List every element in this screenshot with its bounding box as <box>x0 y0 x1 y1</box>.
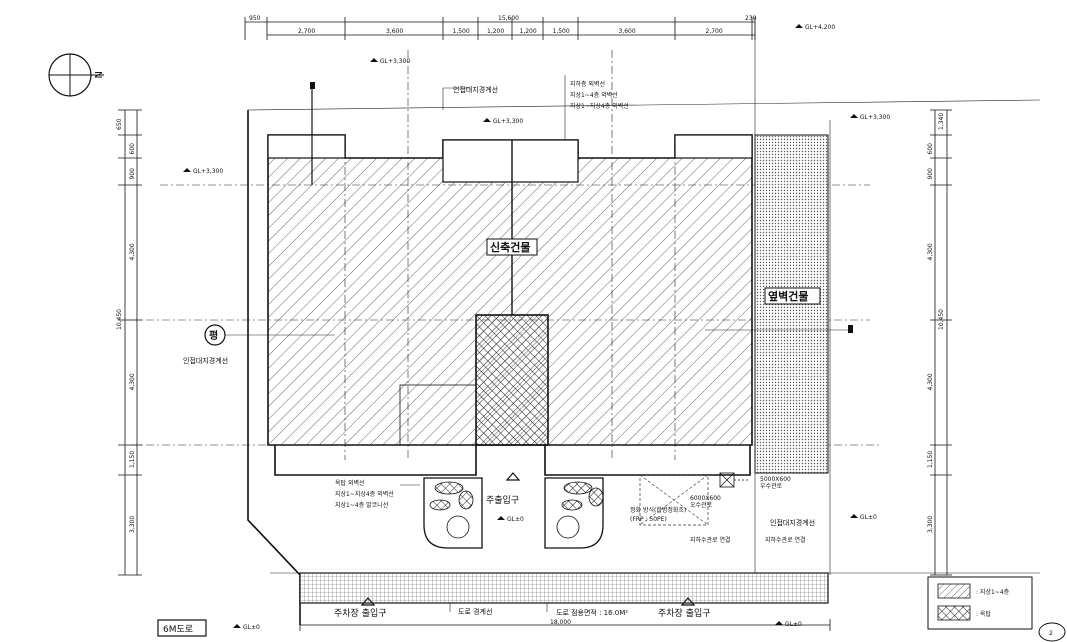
svg-text:평: 평 <box>209 329 218 342</box>
dim-top-segment: 2,700 <box>706 28 723 35</box>
label-main-entrance: 주출입구 <box>486 494 519 506</box>
svg-text:GL±0: GL±0 <box>243 624 260 631</box>
svg-text:GL±0: GL±0 <box>860 514 877 521</box>
legend-swatch-rooftop <box>937 605 971 621</box>
note-right-b-1: 6000X600 <box>690 495 721 502</box>
svg-text:GL±0: GL±0 <box>785 621 802 628</box>
label-parking-right: 주차장 출입구 <box>658 607 711 619</box>
svg-text:GL+3,300: GL+3,300 <box>380 58 410 65</box>
note-left-3: 지상1~4층 발코니선 <box>335 501 388 509</box>
label-boundary-right: 인접대지경계선 <box>770 518 815 527</box>
dim-top-segment: 3,600 <box>619 28 636 35</box>
dim-top-segment: 3,600 <box>386 28 403 35</box>
north-label: N <box>92 71 103 78</box>
label-road-boundary: 도로 경계선 <box>458 607 492 616</box>
dim-left-segment: 4,300 <box>129 243 136 260</box>
note-right-a-2: 우수관로 <box>760 482 783 490</box>
dim-right-segment: 1,150 <box>927 451 934 468</box>
parking-arrow-left-icon <box>360 597 376 606</box>
legend: : 지상1~4층 : 옥탑 <box>927 576 1033 630</box>
annotations: 인접대지경계선 지하층 외벽선 지상1~4층 외벽선 지상1~지상4층 외벽선 … <box>157 75 853 637</box>
dim-top-segment: 1,500 <box>453 28 470 35</box>
dim-left-segment: 600 <box>129 143 136 155</box>
legend-label-rooftop: : 옥탑 <box>976 610 991 618</box>
note-right-a-1: 5000X600 <box>760 476 791 483</box>
level-markers: GL+4,200 GL+3,300 GL+3,300 GL+3,300 GL+3… <box>183 24 890 631</box>
svg-text:2: 2 <box>1049 630 1053 637</box>
tree-icon <box>556 515 580 539</box>
label-6m-road: 6M도로 <box>163 625 193 635</box>
rooftop-core <box>475 314 549 446</box>
label-boundary-left: 인접대지경계선 <box>183 356 228 365</box>
dim-left-segment: 4,300 <box>129 373 136 390</box>
note-left-2: 지상1~지상4층 외벽선 <box>335 490 394 498</box>
dim-top-right-margin: 230 <box>745 15 757 22</box>
dim-left-segment: 3,300 <box>129 516 136 533</box>
label-boundary-top: 인접대지경계선 <box>453 85 498 94</box>
tree-icon <box>446 515 470 539</box>
bottom-dimensions: 18,000 <box>299 619 831 631</box>
corner-badge: 2 <box>1038 622 1066 642</box>
svg-text:GL+3,300: GL+3,300 <box>493 118 523 125</box>
road-occupancy-strip <box>299 572 829 604</box>
dim-left-top: 650 <box>116 118 123 130</box>
svg-text:GL+4,200: GL+4,200 <box>805 24 835 31</box>
note-right-c-2: (FRP : 50PE) <box>630 516 667 523</box>
dim-bottom-total: 18,000 <box>550 619 571 626</box>
legend-swatch-floors <box>937 583 971 599</box>
dim-top-segment: 1,200 <box>487 28 504 35</box>
label-road-area: 도로 점용면적 : 16.0M² <box>556 608 628 617</box>
svg-text:GL+3,300: GL+3,300 <box>860 114 890 121</box>
north-arrow-icon: N <box>48 53 104 97</box>
dim-left-total: 10,450 <box>116 309 123 330</box>
dim-right-segment: 3,300 <box>927 516 934 533</box>
note-pipe-1: 지하수관로 연결 <box>690 536 731 544</box>
dim-left-segment: 1,150 <box>129 451 136 468</box>
label-parking-left: 주차장 출입구 <box>334 607 387 619</box>
legend-label-floors: : 지상1~4층 <box>976 588 1010 596</box>
note-top-1: 지하층 외벽선 <box>570 80 605 88</box>
top-dimensions: 950 15,600 230 2,700 3,600 1,500 1,200 1,200… <box>244 15 757 40</box>
dim-top-segment: 2,700 <box>298 28 315 35</box>
dim-top-total: 15,600 <box>498 15 519 22</box>
note-left-1: 옥탑 외벽선 <box>335 479 365 487</box>
new-building-footprint <box>130 50 880 460</box>
parking-arrow-right-icon <box>680 597 696 606</box>
entrance-arrow-icon <box>505 472 521 481</box>
note-pipe-2: 지하수관로 연결 <box>765 536 806 544</box>
neighbor-building-label: 옆벽건물 <box>768 289 808 303</box>
new-building-label: 신축건물 <box>490 240 530 254</box>
dim-right-segment: 600 <box>927 143 934 155</box>
dim-right-total: 10,450 <box>938 309 945 330</box>
note-right-c-1: 정화 방식(합병정화조) <box>630 506 686 514</box>
dim-left-segment: 900 <box>129 168 136 180</box>
front-yard <box>274 445 751 549</box>
svg-text:GL±0: GL±0 <box>507 516 524 523</box>
dim-top-left-margin: 950 <box>249 15 261 22</box>
dim-right-top: 1,340 <box>938 113 945 130</box>
note-top-3: 지상1~지상4층 외벽선 <box>570 102 629 110</box>
dim-right-segment: 900 <box>927 168 934 180</box>
left-dimensions: 650 10,450 600 900 4,300 4,300 1,150 3,300 <box>116 109 142 576</box>
svg-text:GL+3,300: GL+3,300 <box>193 168 223 175</box>
note-top-2: 지상1~4층 외벽선 <box>570 91 618 99</box>
dim-top-segment: 1,200 <box>520 28 537 35</box>
dim-top-segment: 1,500 <box>553 28 570 35</box>
dim-right-segment: 4,300 <box>927 373 934 390</box>
note-right-b-2: 오수관로 <box>690 501 713 509</box>
right-dimensions: 1,340 10,450 600 900 4,300 4,300 1,150 3,300 <box>927 109 952 576</box>
dim-right-segment: 4,300 <box>927 243 934 260</box>
